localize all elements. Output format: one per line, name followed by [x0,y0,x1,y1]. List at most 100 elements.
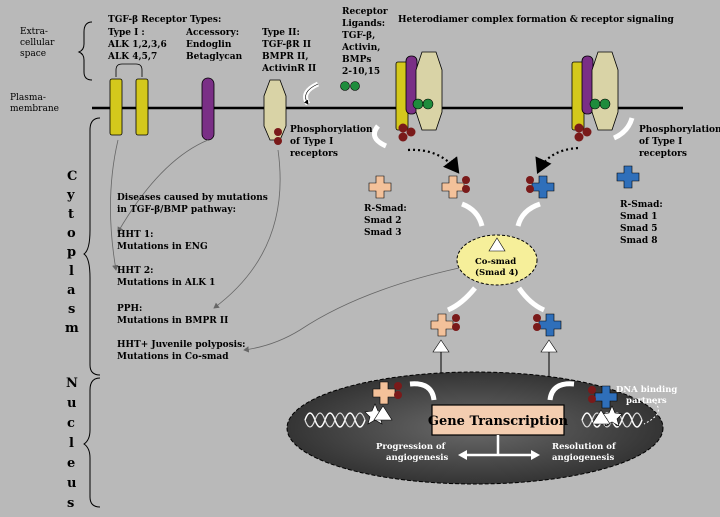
rsmad-left-text: R-Smad: Smad 2 Smad 3 [364,204,407,238]
svg-text:Phosphorylation: Phosphorylation [290,125,373,135]
phosphorylation-right-text: Phosphorylation of Type I receptors [639,125,720,159]
svg-text:of Type I: of Type I [290,137,333,147]
type1-receptor-icon [135,78,149,136]
svg-text:c: c [67,416,75,431]
svg-text:Progression of: Progression of [376,442,447,452]
receptor-complex-right [571,51,619,142]
svg-text:N: N [66,376,78,391]
smad-complex-bmp-nucleus [588,385,618,425]
smad1-5-8-phospho-icon [531,175,555,199]
dna-binding-partner-arrow [643,399,659,425]
cosmad-triangle-icon [488,237,506,252]
svg-text:TGF-β Receptor Types:: TGF-β Receptor Types: [108,15,221,25]
svg-text:y: y [66,188,75,203]
svg-text:t: t [68,207,74,222]
svg-text:ActivinR II: ActivinR II [261,64,316,74]
svg-text:DNA binding: DNA binding [616,385,677,395]
dna-binding-partners-text: DNA binding partners [616,385,677,406]
branch-arrowhead-left [458,450,467,460]
branch-arrowhead-right [531,450,540,460]
phosphorylation-arrow-left [371,124,388,149]
svg-text:u: u [67,476,76,491]
accessory-receptor-text: Accessory: Endoglin Betaglycan [185,28,243,62]
phosphorylation-arrow-right [612,117,635,141]
svg-text:l: l [69,436,74,451]
svg-text:m: m [65,321,79,336]
brace-extracellular [77,21,93,81]
disease-link-eng [117,139,209,233]
region-plasma-membrane-label: Plasma- membrane [10,93,59,114]
region-cytoplasm-label: C y t o p l a s m [65,169,79,336]
svg-text:receptors: receptors [639,149,687,159]
disease-juvenile: HHT+ Juvenile polyposis: Mutations in Co… [117,340,246,362]
phosphate-icon [274,137,282,145]
svg-text:p: p [67,245,76,260]
ligand-icon [350,81,360,91]
svg-text:Smad 8: Smad 8 [620,236,658,246]
svg-text:BMPR II,: BMPR II, [262,52,309,62]
svg-text:angiogenesis: angiogenesis [552,453,614,463]
phosphate-icon [526,185,534,193]
svg-text:ALK 4,5,7: ALK 4,5,7 [107,52,157,62]
svg-text:u: u [67,396,76,411]
type1-receptor-icon [109,78,123,136]
progression-angiogenesis-text: Progression of angiogenesis [376,442,448,463]
phosphate-icon [274,128,282,136]
heterodimer-title: Heterodiamer complex formation & recepto… [398,15,674,25]
svg-text:Activin,: Activin, [341,43,380,53]
cosmad-ellipse [456,234,538,286]
svg-text:Betaglycan: Betaglycan [186,52,243,62]
converge-arrow-right [515,201,541,227]
svg-text:C: C [67,169,77,184]
smad2-3-phospho-icon [441,175,465,199]
smad-phospho-arrow-right [535,146,579,175]
disease-link-bmpr [213,149,281,309]
svg-text:R-Smad:: R-Smad: [364,204,407,214]
svg-text:ALK 1,2,3,6: ALK 1,2,3,6 [107,40,167,50]
brace-nucleus [83,377,101,508]
svg-text:Ligands:: Ligands: [342,19,385,29]
disease-title: Diseases caused by mutations in TGF-β/BM… [117,193,268,215]
svg-text:TGF-β,: TGF-β, [342,31,375,41]
diverge-arrow-right [516,286,546,313]
gene-transcription-box [431,404,565,436]
svg-text:l: l [69,264,74,279]
svg-text:HHT 1:: HHT 1: [117,230,153,240]
cosmad-sublabel: (Smad 4) [475,267,519,278]
svg-text:membrane: membrane [10,104,59,114]
transcription-arrow-right [547,381,575,401]
svg-text:Type II:: Type II: [262,28,300,38]
resolution-angiogenesis-text: Resolution of angiogenesis [552,442,617,463]
svg-text:partners: partners [626,396,667,406]
diverge-arrow-left [446,286,477,313]
svg-text:HHT+ Juvenile polyposis:: HHT+ Juvenile polyposis: [117,340,246,350]
smad-phospho-arrow-left [407,148,460,174]
receptor-complex-left [395,51,443,142]
svg-text:of Type I: of Type I [639,137,682,147]
svg-text:o: o [67,226,76,241]
smad-complex-tgf-nucleus [372,381,402,421]
svg-text:Type I :: Type I : [108,28,145,38]
brace-cytoplasm [83,117,101,376]
type1-bracket [115,63,143,77]
svg-text:HHT 2:: HHT 2: [117,266,153,276]
region-extracellular-label: Extra- cellular space [20,27,55,59]
svg-text:e: e [67,456,75,471]
disease-link-cosmad [243,267,460,353]
smad-complex-tgf-cytoplasm [430,313,460,353]
svg-text:a: a [67,283,76,298]
svg-text:Extra-: Extra- [20,27,48,37]
svg-text:s: s [68,302,75,317]
svg-text:cellular: cellular [20,38,55,48]
svg-text:angiogenesis: angiogenesis [386,453,448,463]
svg-text:BMPs: BMPs [342,55,371,65]
svg-text:R-Smad:: R-Smad: [620,200,663,210]
svg-text:Mutations in ENG: Mutations in ENG [117,242,208,252]
dna-left-icon [304,412,366,428]
ligand-binding-arrow [303,81,320,106]
svg-text:Smad 2: Smad 2 [364,216,402,226]
smad-complex-bmp-cytoplasm [533,313,562,353]
svg-text:Smad 3: Smad 3 [364,228,402,238]
